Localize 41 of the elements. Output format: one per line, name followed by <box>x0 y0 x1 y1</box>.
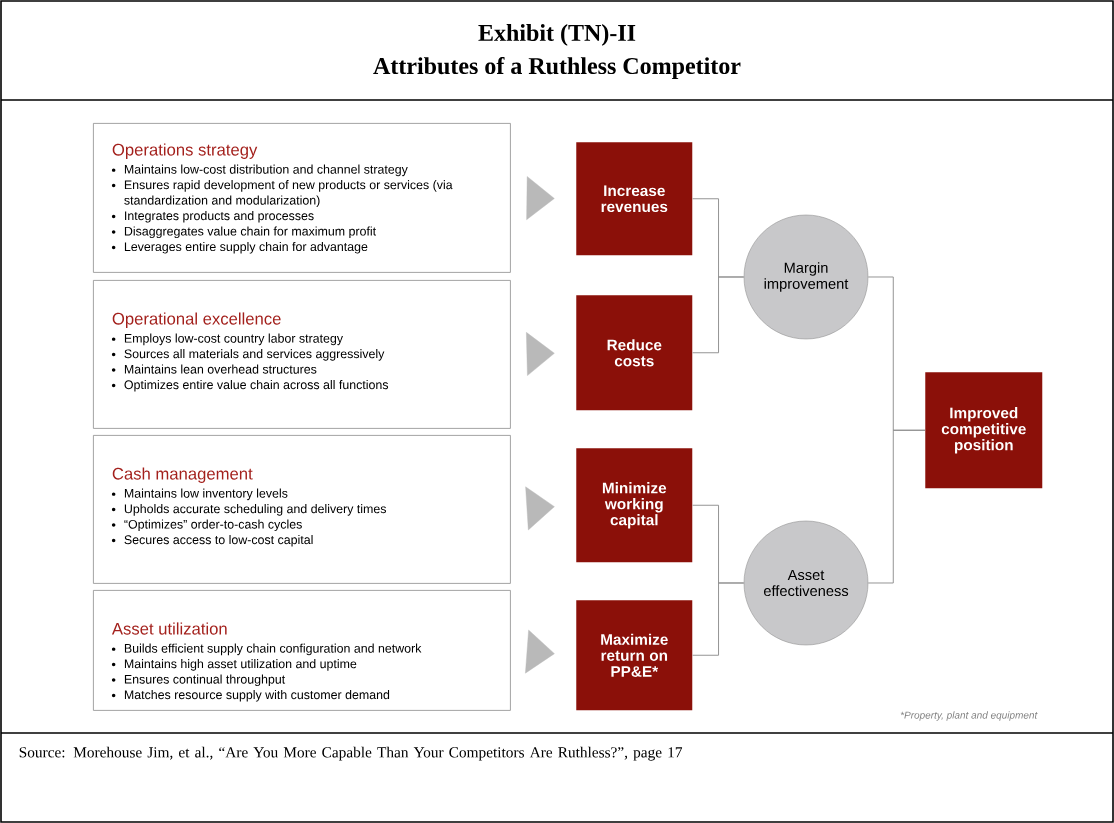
bullet-item: Integrates products and processes <box>111 211 314 223</box>
text-box <box>93 280 511 429</box>
source-note: Source: Morehouse Jim, et al., “Are You More Capable Than Your Competitors Are Ruthless?”, page 17 <box>19 746 683 761</box>
bullet-item: Matches resource supply with customer demand <box>111 690 390 702</box>
bullet-item: Maintains high asset utilization and uptime <box>111 659 357 671</box>
bullet-item: Sources all materials and services aggressively <box>111 349 385 361</box>
subtitle: Attributes of a Ruthless Competitor <box>373 57 741 79</box>
bullet-item: Disaggregates value chain for maximum profit <box>111 226 376 239</box>
bullet-item: Employs low-cost country labor strategy <box>111 333 343 346</box>
box-heading: Cash management <box>112 467 253 483</box>
bullet-item: Upholds accurate scheduling and delivery times <box>111 504 386 516</box>
bullet-item: Builds efficient supply chain configuration and network <box>111 643 422 656</box>
result-box: Minimize working capital <box>576 448 693 563</box>
connector-line <box>867 429 926 584</box>
result-box: Improved competitive position <box>925 372 1043 489</box>
connector-line <box>692 276 745 354</box>
result-box: Maximize return on PP&E* <box>576 600 693 711</box>
bullet-item: “Optimizes” order-to-cash cycles <box>111 519 302 532</box>
chevron-arrow <box>526 176 555 220</box>
bullet-item: Maintains lean overhead structures <box>111 364 317 374</box>
chevron-arrow <box>526 332 555 376</box>
result-box: Reduce costs <box>576 295 693 411</box>
text-box <box>93 590 511 711</box>
bullet-item: Ensures continual throughput <box>111 674 286 687</box>
chevron-arrow <box>525 629 555 674</box>
bullet-item: Leverages entire supply chain for advantage <box>111 241 368 254</box>
text-box <box>93 435 511 584</box>
bullet-item: Maintains low inventory levels <box>111 488 288 501</box>
chevron-arrow <box>525 486 555 531</box>
connector-line <box>692 582 745 656</box>
box-heading: Asset utilization <box>111 622 227 635</box>
box-heading: Operations strategy <box>112 143 258 159</box>
bullet-item: Ensures rapid development of new products or services (via standardization and modularization) <box>111 180 453 208</box>
bullet-item: Secures access to low-cost capital <box>111 535 313 547</box>
box-heading: Operational excellence <box>112 312 281 328</box>
bullet-item: Maintains low-cost distribution and channel strategy <box>111 164 408 177</box>
footnote: *Property, plant and equipment <box>900 711 1038 721</box>
bullet-item: Optimizes entire value chain across all functions <box>111 380 389 392</box>
text-box <box>93 123 511 273</box>
title: Exhibit (TN)-II <box>478 24 636 46</box>
result-box: Increase revenues <box>576 142 693 256</box>
